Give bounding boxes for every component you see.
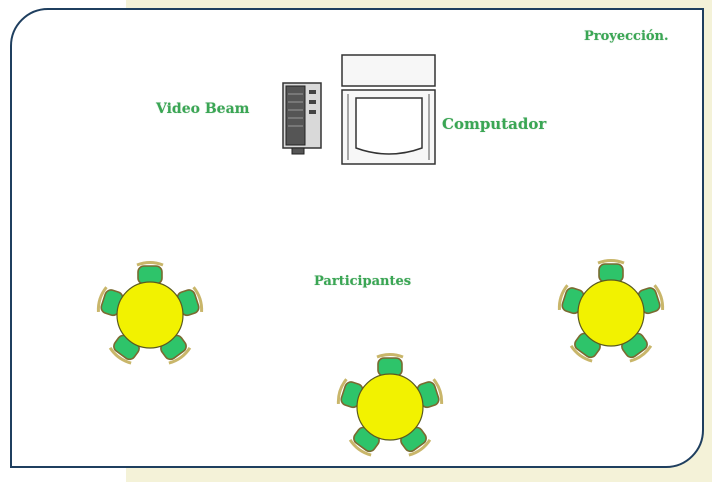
room-layout-frame: Proyección. Video Beam Computador Partic… xyxy=(10,8,704,468)
video-beam-label: Video Beam xyxy=(156,101,250,117)
round-table-icon xyxy=(557,261,665,364)
round-table-icon xyxy=(96,263,204,366)
projection-label: Proyección. xyxy=(584,29,669,44)
computer-icon xyxy=(341,54,436,165)
round-table-icon xyxy=(336,355,444,458)
room-diagram xyxy=(12,54,702,466)
video-beam-icon xyxy=(282,82,322,155)
participants-label: Participantes xyxy=(314,274,412,289)
computer-label: Computador xyxy=(442,115,547,133)
